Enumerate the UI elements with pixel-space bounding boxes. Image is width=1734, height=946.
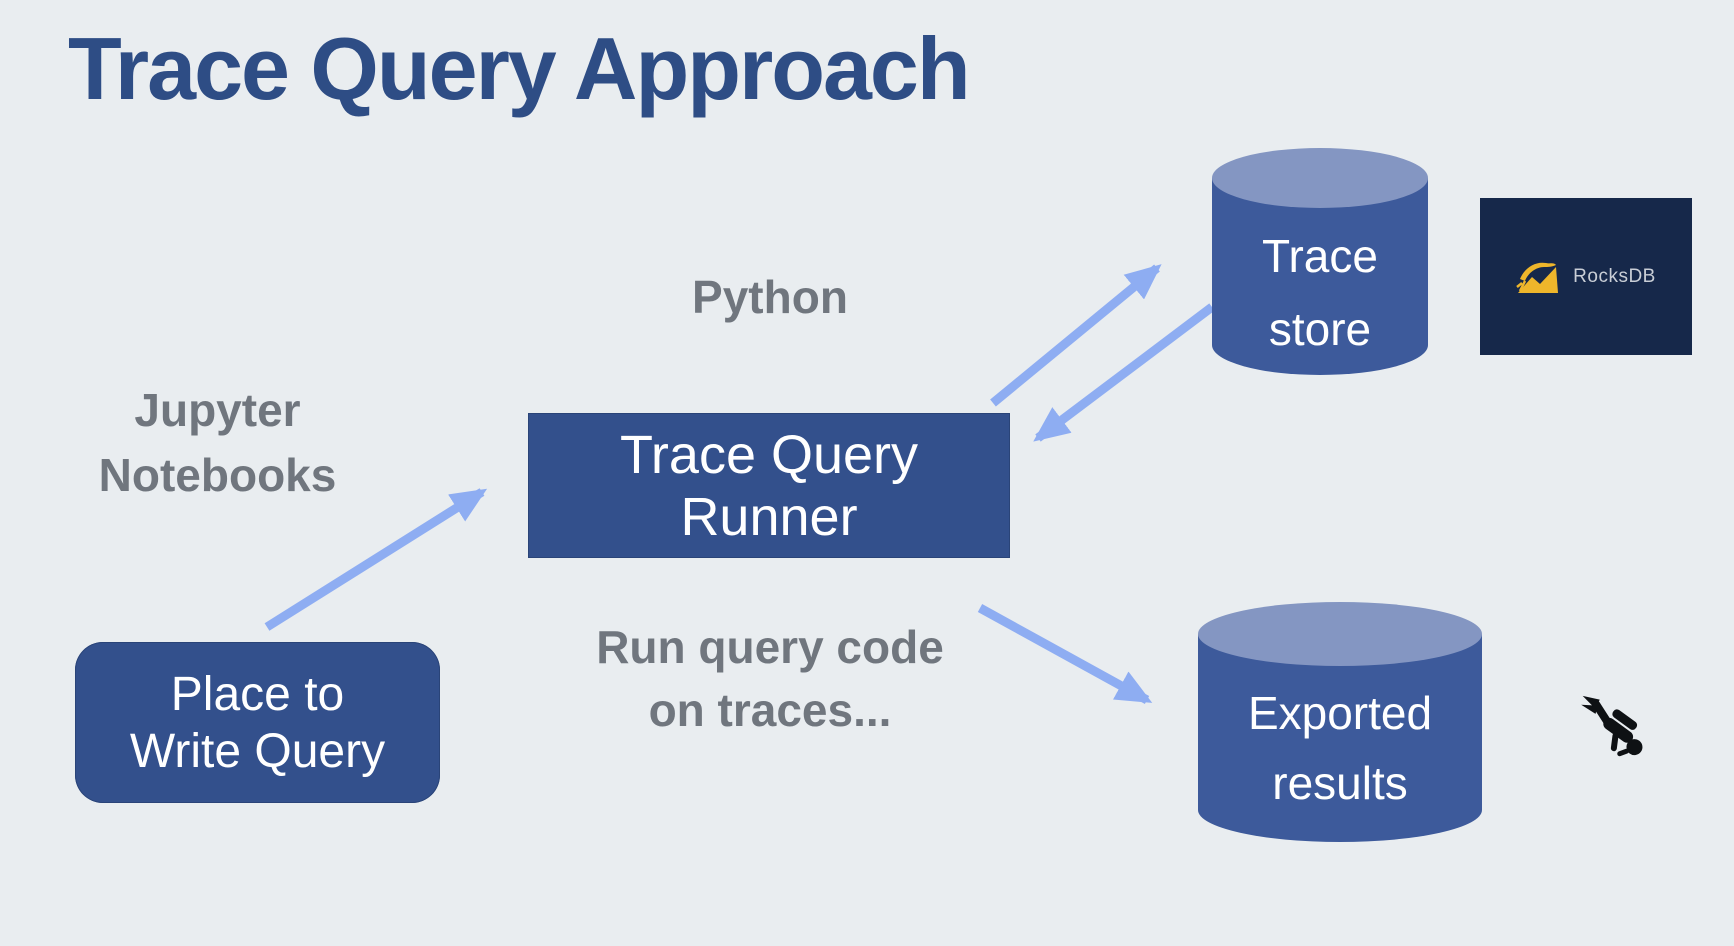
python-label: Python xyxy=(692,271,848,323)
exported-results-line1: Exported xyxy=(1247,687,1433,739)
trace-query-runner-line1: Trace Query xyxy=(619,424,919,485)
rocksdb-logo: RocksDB xyxy=(1480,198,1692,355)
scuba-diver-icon xyxy=(1581,695,1643,757)
arrow-runner-to-store xyxy=(990,264,1162,407)
exported-results-label: Exported results xyxy=(1198,678,1482,818)
exported-results-node: Exported results xyxy=(1198,602,1482,842)
jupyter-notebooks-line2: Notebooks xyxy=(98,449,337,501)
slide-title: Trace Query Approach xyxy=(68,19,971,118)
arrow-store-to-runner xyxy=(1033,303,1215,442)
trace-store-node: Trace store xyxy=(1212,148,1428,378)
trace-store-label: Trace store xyxy=(1212,220,1428,366)
database-cylinder-icon xyxy=(1198,602,1482,842)
run-query-code-label: Run query code on traces... xyxy=(545,616,995,742)
arrow-query-to-runner xyxy=(264,488,488,631)
rocksdb-rat-icon xyxy=(1516,262,1559,293)
exported-results-line2: results xyxy=(1272,757,1408,809)
trace-query-runner-node: Trace Query Runner xyxy=(528,413,1010,558)
trace-query-runner-line2: Runner xyxy=(680,486,858,547)
jupyter-notebooks-label: Jupyter Notebooks xyxy=(60,378,375,508)
place-to-write-query-line2: Write Query xyxy=(129,724,386,778)
arrow-runner-to-exported xyxy=(977,604,1153,704)
database-cylinder-icon xyxy=(1212,148,1428,375)
run-query-code-line2: on traces... xyxy=(648,684,892,736)
trace-store-line2: store xyxy=(1268,303,1372,355)
jupyter-notebooks-line1: Jupyter xyxy=(134,384,301,436)
place-to-write-query-line1: Place to xyxy=(170,667,345,721)
trace-store-line1: Trace xyxy=(1262,230,1378,282)
rocksdb-logo-label: RocksDB xyxy=(1573,265,1656,287)
place-to-write-query-node: Place to Write Query xyxy=(75,642,440,803)
run-query-code-line1: Run query code xyxy=(596,621,944,673)
